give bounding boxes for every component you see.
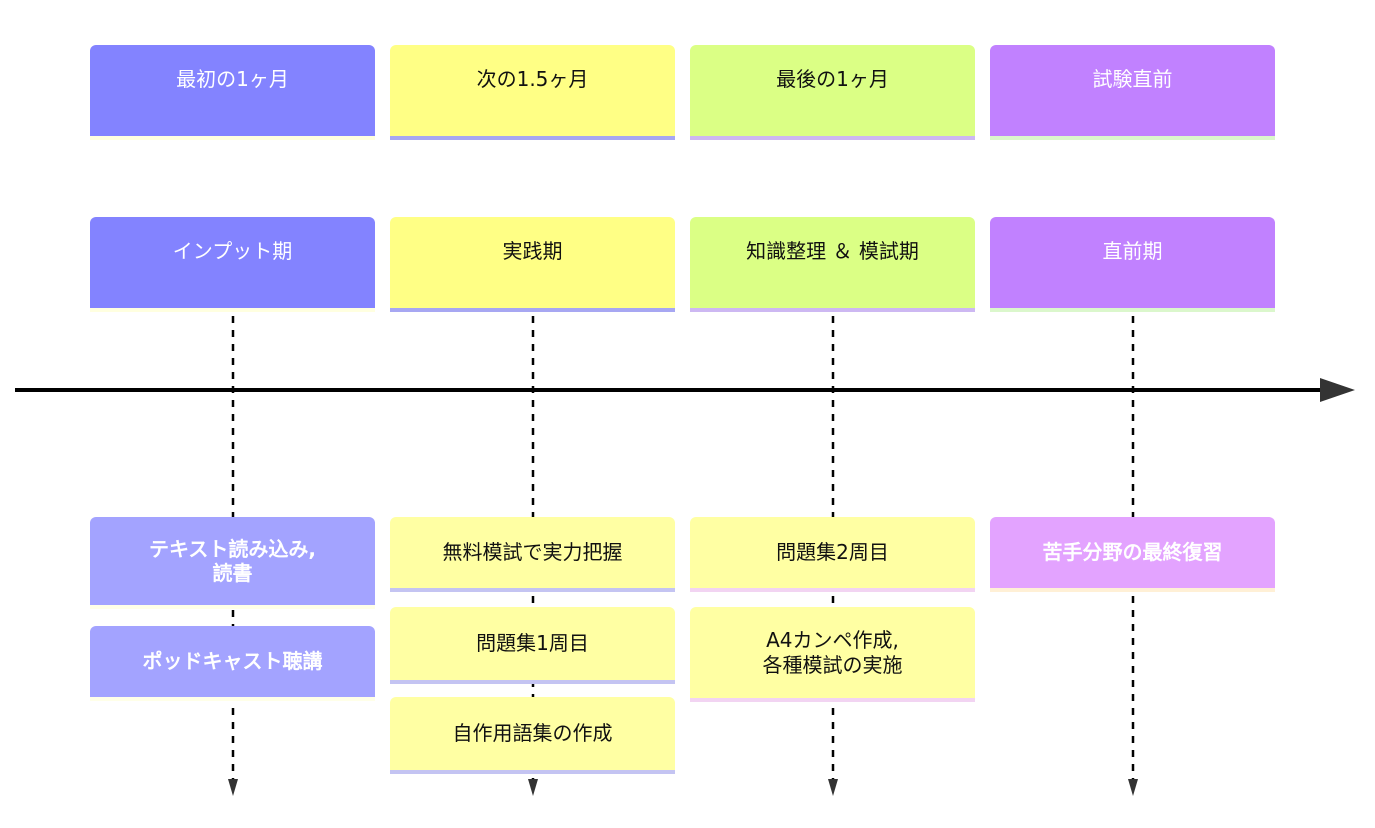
task-box-4-1: 苦手分野の最終復習 (990, 517, 1275, 592)
task-label-2-3: 自作用語集の作成 (452, 721, 613, 746)
task-box-2-1: 無料模試で実力把握 (390, 517, 675, 592)
phase-box-4: 直前期 (990, 217, 1275, 312)
task-box-2-2: 問題集1周目 (390, 607, 675, 684)
phase-name-1: インプット期 (172, 239, 293, 264)
task-label-1-1: テキスト読み込み, 読書 (149, 536, 316, 585)
task-box-3-1: 問題集2周目 (690, 517, 975, 592)
task-box-3-2: A4カンペ作成, 各種模試の実施 (690, 607, 975, 702)
period-box-3: 最後の1ヶ月 (690, 45, 975, 140)
task-box-2-3: 自作用語集の作成 (390, 697, 675, 774)
period-label-2: 次の1.5ヶ月 (476, 67, 589, 92)
connector-arrowhead-3 (828, 779, 838, 796)
period-box-4: 試験直前 (990, 45, 1275, 140)
phase-box-1: インプット期 (90, 217, 375, 312)
task-label-4-1: 苦手分野の最終復習 (1042, 540, 1223, 565)
timeline-arrowhead (1320, 378, 1355, 402)
task-label-3-1: 問題集2周目 (776, 540, 889, 565)
phase-name-2: 実践期 (502, 239, 563, 264)
connector-arrowhead-4 (1128, 779, 1138, 796)
phase-name-3: 知識整理 ＆ 模試期 (746, 239, 919, 264)
task-box-1-1: テキスト読み込み, 読書 (90, 517, 375, 609)
period-label-3: 最後の1ヶ月 (776, 67, 889, 92)
period-label-4: 試験直前 (1092, 67, 1173, 92)
phase-box-2: 実践期 (390, 217, 675, 312)
phase-name-4: 直前期 (1102, 239, 1163, 264)
task-box-1-2: ポッドキャスト聴講 (90, 626, 375, 701)
period-box-1: 最初の1ヶ月 (90, 45, 375, 140)
period-label-1: 最初の1ヶ月 (176, 67, 289, 92)
task-label-2-1: 無料模試で実力把握 (442, 540, 623, 565)
connector-arrowhead-1 (228, 779, 238, 796)
task-label-1-2: ポッドキャスト聴講 (142, 649, 323, 674)
task-label-2-2: 問題集1周目 (476, 631, 589, 656)
period-box-2: 次の1.5ヶ月 (390, 45, 675, 140)
task-label-3-2: A4カンペ作成, 各種模試の実施 (762, 628, 903, 677)
phase-box-3: 知識整理 ＆ 模試期 (690, 217, 975, 312)
connector-arrowhead-2 (528, 779, 538, 796)
